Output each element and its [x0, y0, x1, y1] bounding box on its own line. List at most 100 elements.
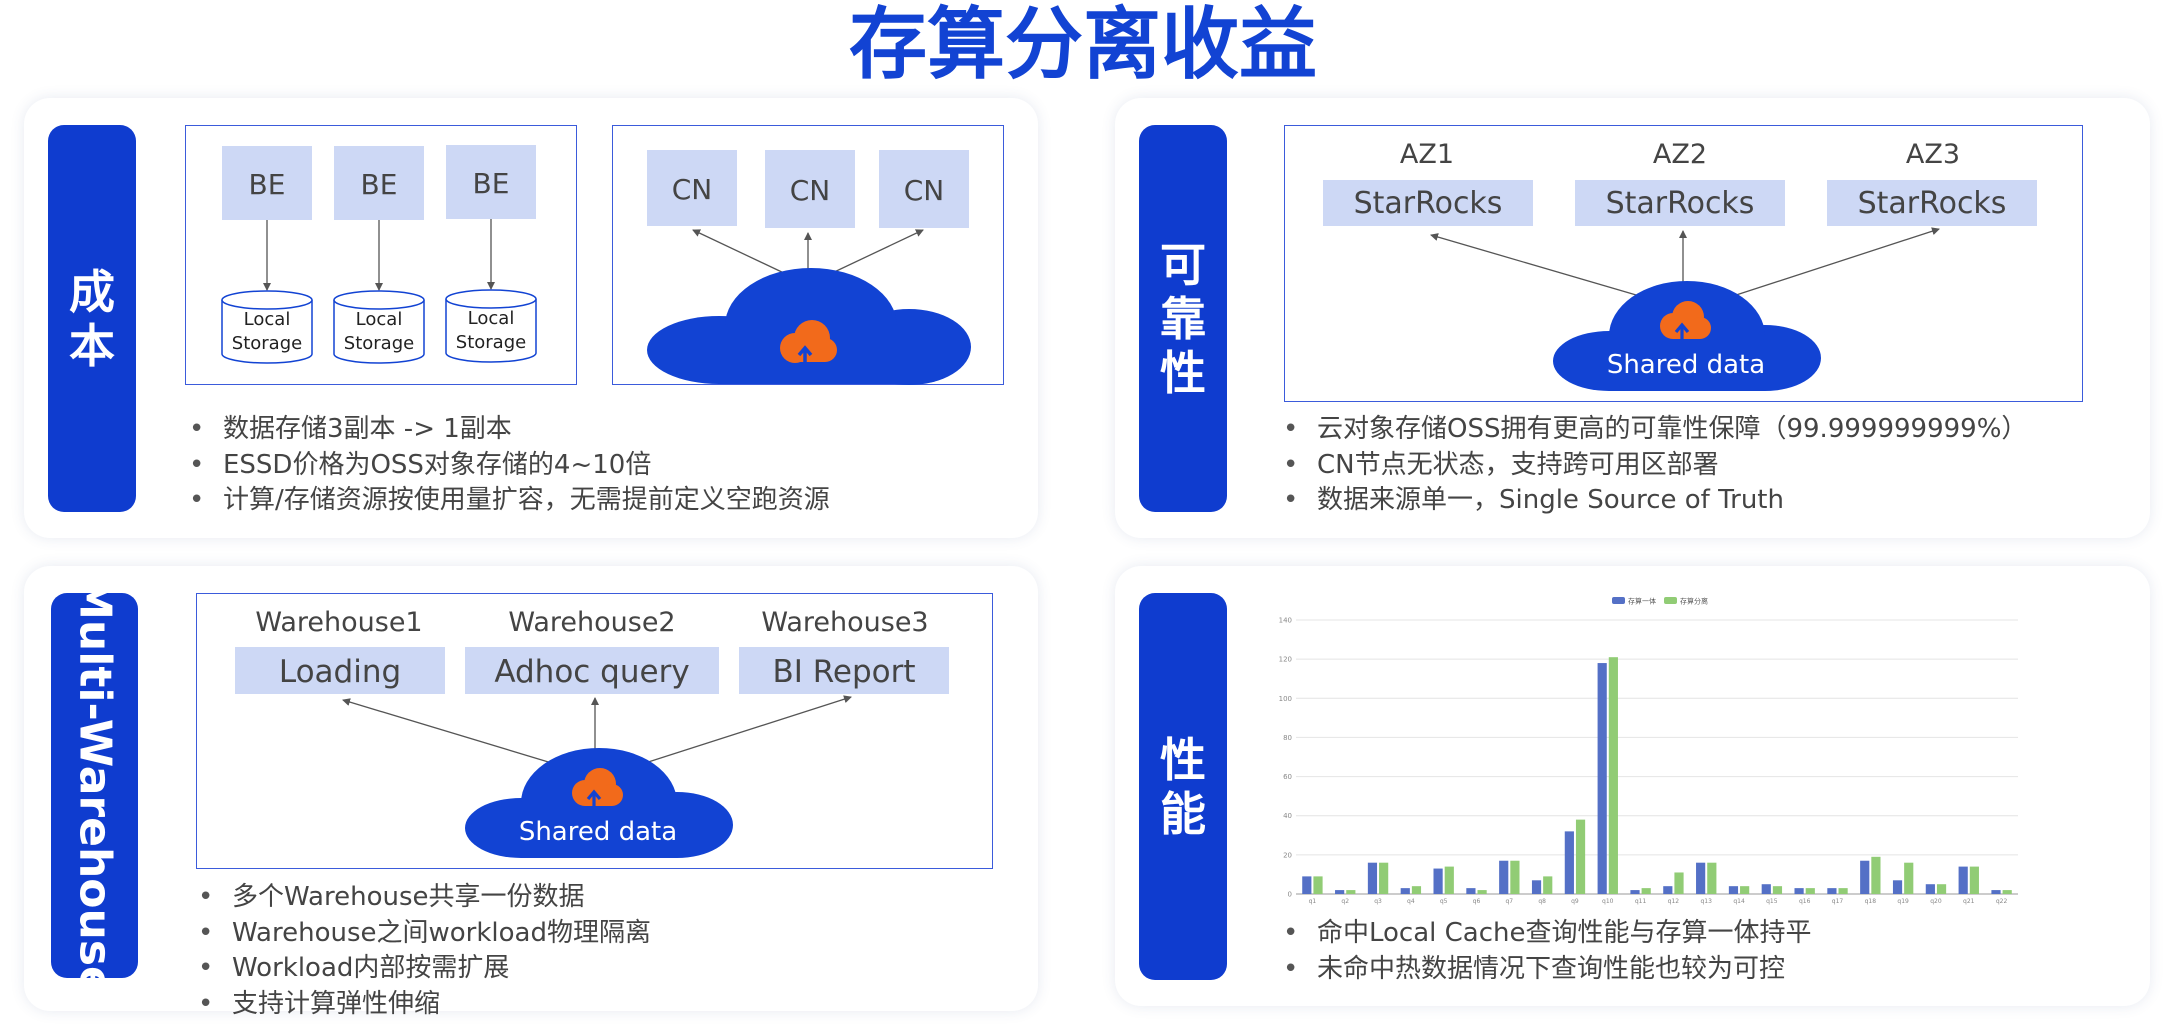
x-tick-label: q16 — [1799, 898, 1811, 905]
be-storage-diagram: BE BE BE Local Storage Local Storage — [185, 125, 577, 385]
bar-series2-q5 — [1444, 866, 1454, 894]
warehouse-label-1: Warehouse1 — [255, 607, 422, 638]
list-item: 未命中热数据情况下查询性能也较为可控 — [1277, 952, 1812, 988]
legend-label: 存算分离 — [1680, 597, 1708, 606]
local-storage-1: Local Storage — [221, 290, 313, 364]
bar-series1-q16 — [1794, 888, 1804, 894]
svg-text:Storage: Storage — [344, 333, 414, 354]
x-tick-label: q1 — [1309, 898, 1317, 905]
svg-text:Local: Local — [468, 308, 515, 329]
y-tick-label: 0 — [1288, 891, 1292, 899]
bar-series2-q21 — [1969, 866, 1979, 894]
bar-series1-q3 — [1367, 862, 1378, 894]
list-item: 支持计算弹性伸缩 — [192, 987, 651, 1023]
bar-series1-q15 — [1761, 884, 1771, 894]
x-tick-label: q17 — [1832, 898, 1844, 905]
svg-text:Loading: Loading — [279, 654, 401, 690]
y-tick-label: 80 — [1283, 734, 1292, 742]
cost-tab-label: 成本 — [69, 264, 115, 373]
bar-series2-q17 — [1838, 888, 1848, 894]
bar-series1-q1 — [1302, 876, 1312, 894]
zone-label-az2: AZ2 — [1653, 139, 1707, 170]
bar-series2-q8 — [1543, 876, 1553, 894]
x-tick-label: q18 — [1865, 898, 1877, 905]
reliability-tab: 可靠性 — [1139, 125, 1227, 512]
bar-series1-q19 — [1892, 880, 1903, 894]
bar-series1-q18 — [1860, 860, 1870, 894]
be-node-2: BE — [334, 146, 424, 220]
svg-text:BE: BE — [361, 168, 398, 201]
cost-tab: 成本 — [48, 125, 136, 512]
bar-series2-q18 — [1871, 856, 1881, 894]
warehouse-label-3: Warehouse3 — [761, 607, 928, 638]
bar-series2-q3 — [1379, 862, 1389, 894]
svg-text:CN: CN — [904, 174, 945, 207]
bar-series1-q9 — [1564, 831, 1574, 894]
bar-series2-q20 — [1936, 884, 1947, 894]
bar-series2-q12 — [1674, 872, 1684, 894]
zone-label-az3: AZ3 — [1906, 139, 1960, 170]
x-tick-label: q3 — [1374, 898, 1382, 905]
bar-series2-q4 — [1411, 886, 1422, 894]
list-item: 命中Local Cache查询性能与存算一体持平 — [1277, 916, 1812, 952]
svg-text:Local: Local — [356, 309, 403, 330]
workload-adhoc-query: Adhoc query — [465, 647, 719, 694]
legend-label: 存算一体 — [1628, 597, 1656, 606]
svg-text:CN: CN — [672, 173, 713, 206]
starrocks-node-az2: StarRocks — [1575, 180, 1785, 226]
x-tick-label: q9 — [1571, 898, 1579, 905]
bar-series1-q8 — [1531, 880, 1542, 894]
be-node-3: BE — [446, 145, 536, 219]
list-item: Workload内部按需扩展 — [192, 951, 651, 987]
cn-cloud-diagram: CN CN CN — [612, 125, 1004, 385]
x-tick-label: q20 — [1930, 898, 1942, 905]
bar-series1-q21 — [1958, 866, 1968, 894]
multi-warehouse-tab: Multi-Warehouse — [51, 576, 138, 995]
svg-text:StarRocks: StarRocks — [1354, 186, 1503, 221]
svg-text:BE: BE — [473, 167, 510, 200]
multi-warehouse-bullet-list: 多个Warehouse共享一份数据 Warehouse之间workload物理隔… — [192, 880, 651, 1022]
list-item: 数据存储3副本 -> 1副本 — [183, 412, 830, 448]
svg-text:StarRocks: StarRocks — [1858, 186, 2007, 221]
list-item: Warehouse之间workload物理隔离 — [192, 916, 651, 952]
bar-series1-q11 — [1630, 890, 1640, 894]
x-tick-label: q7 — [1505, 898, 1513, 905]
performance-tab: 性能 — [1139, 593, 1227, 980]
y-tick-label: 100 — [1279, 695, 1292, 703]
x-tick-label: q19 — [1897, 898, 1909, 905]
x-tick-label: q12 — [1668, 898, 1680, 905]
cost-bullet-list: 数据存储3副本 -> 1副本 ESSD价格为OSS对象存储的4~10倍 计算/存… — [183, 412, 830, 519]
svg-text:Adhoc query: Adhoc query — [494, 654, 689, 690]
bar-series1-q20 — [1925, 884, 1935, 894]
x-tick-label: q14 — [1733, 898, 1745, 905]
upload-icon — [1660, 301, 1711, 340]
list-item: 多个Warehouse共享一份数据 — [192, 880, 651, 916]
x-tick-label: q5 — [1440, 898, 1448, 905]
cn-node-1: CN — [647, 150, 737, 226]
local-storage-3: Local Storage — [445, 289, 537, 363]
starrocks-node-az3: StarRocks — [1827, 180, 2037, 226]
cloud-label: Shared data — [1607, 350, 1765, 380]
be-node-1: BE — [222, 146, 312, 220]
bar-series2-q15 — [1772, 886, 1783, 894]
workload-loading: Loading — [235, 647, 445, 694]
legend-swatch — [1612, 597, 1625, 604]
x-tick-label: q22 — [1996, 898, 2008, 905]
bar-series2-q13 — [1707, 862, 1717, 894]
list-item: 计算/存储资源按使用量扩容，无需提前定义空跑资源 — [183, 483, 830, 519]
list-item: CN节点无状态，支持跨可用区部署 — [1277, 448, 2027, 484]
legend-swatch — [1664, 597, 1677, 604]
x-tick-label: q13 — [1701, 898, 1713, 905]
bar-series2-q22 — [2002, 890, 2012, 894]
svg-text:BI Report: BI Report — [772, 654, 915, 690]
cn-node-2: CN — [765, 150, 855, 228]
svg-text:BE: BE — [249, 168, 286, 201]
y-tick-label: 40 — [1283, 812, 1292, 820]
bar-series2-q1 — [1313, 876, 1323, 894]
page-title: 存算分离收益 — [848, 0, 1317, 90]
bar-series2-q19 — [1904, 862, 1914, 894]
x-tick-label: q15 — [1766, 898, 1778, 905]
cn-node-3: CN — [879, 150, 969, 228]
bar-series2-q16 — [1805, 888, 1815, 894]
